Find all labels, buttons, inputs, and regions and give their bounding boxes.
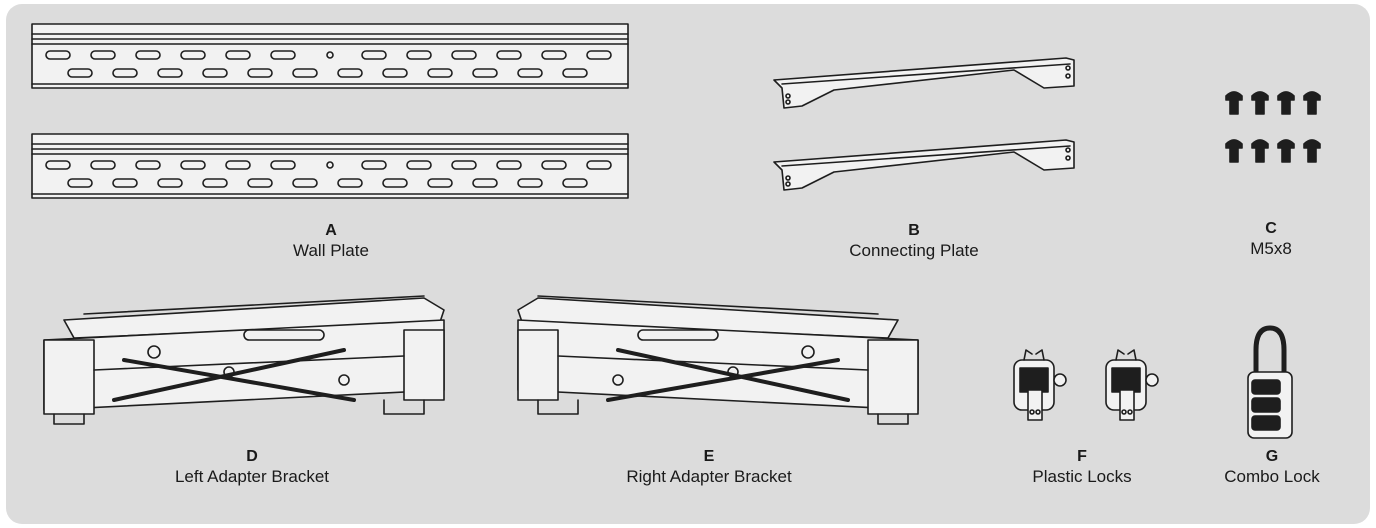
part-b-label: B Connecting Plate [849,222,978,262]
part-c-name: M5x8 [1250,239,1292,258]
part-d-name: Left Adapter Bracket [174,467,330,486]
wall-plate-icon [31,23,629,199]
part-d-letter: D [246,448,258,465]
left-adapter-bracket-icon [42,294,446,426]
part-d-label: D Left Adapter Bracket [175,448,329,488]
part-b-letter: B [908,222,920,239]
part-f-name: Plastic Locks [1032,467,1132,486]
part-a-name: Wall Plate [293,241,369,260]
connecting-plate-icon [773,57,1075,191]
plastic-lock-icon [1013,349,1159,421]
right-adapter-bracket-icon [516,294,920,426]
part-g-name: Combo Lock [1224,467,1320,486]
part-e-name: Right Adapter Bracket [626,467,792,486]
part-f-letter: F [1077,448,1087,465]
part-a-letter: A [325,222,337,239]
part-f-label: F Plastic Locks [1032,448,1131,488]
screw-icon [1225,91,1321,163]
part-g-label: G Combo Lock [1224,448,1319,488]
part-b-name: Connecting Plate [849,241,979,260]
part-c-label: C M5x8 [1250,220,1292,260]
parts-panel [6,4,1370,524]
part-e-letter: E [703,448,715,465]
part-e-label: E Right Adapter Bracket [626,448,791,488]
part-g-letter: G [1265,448,1279,465]
part-c-letter: C [1265,220,1277,237]
combo-lock-icon [1247,325,1293,439]
part-a-label: A Wall Plate [293,222,369,262]
